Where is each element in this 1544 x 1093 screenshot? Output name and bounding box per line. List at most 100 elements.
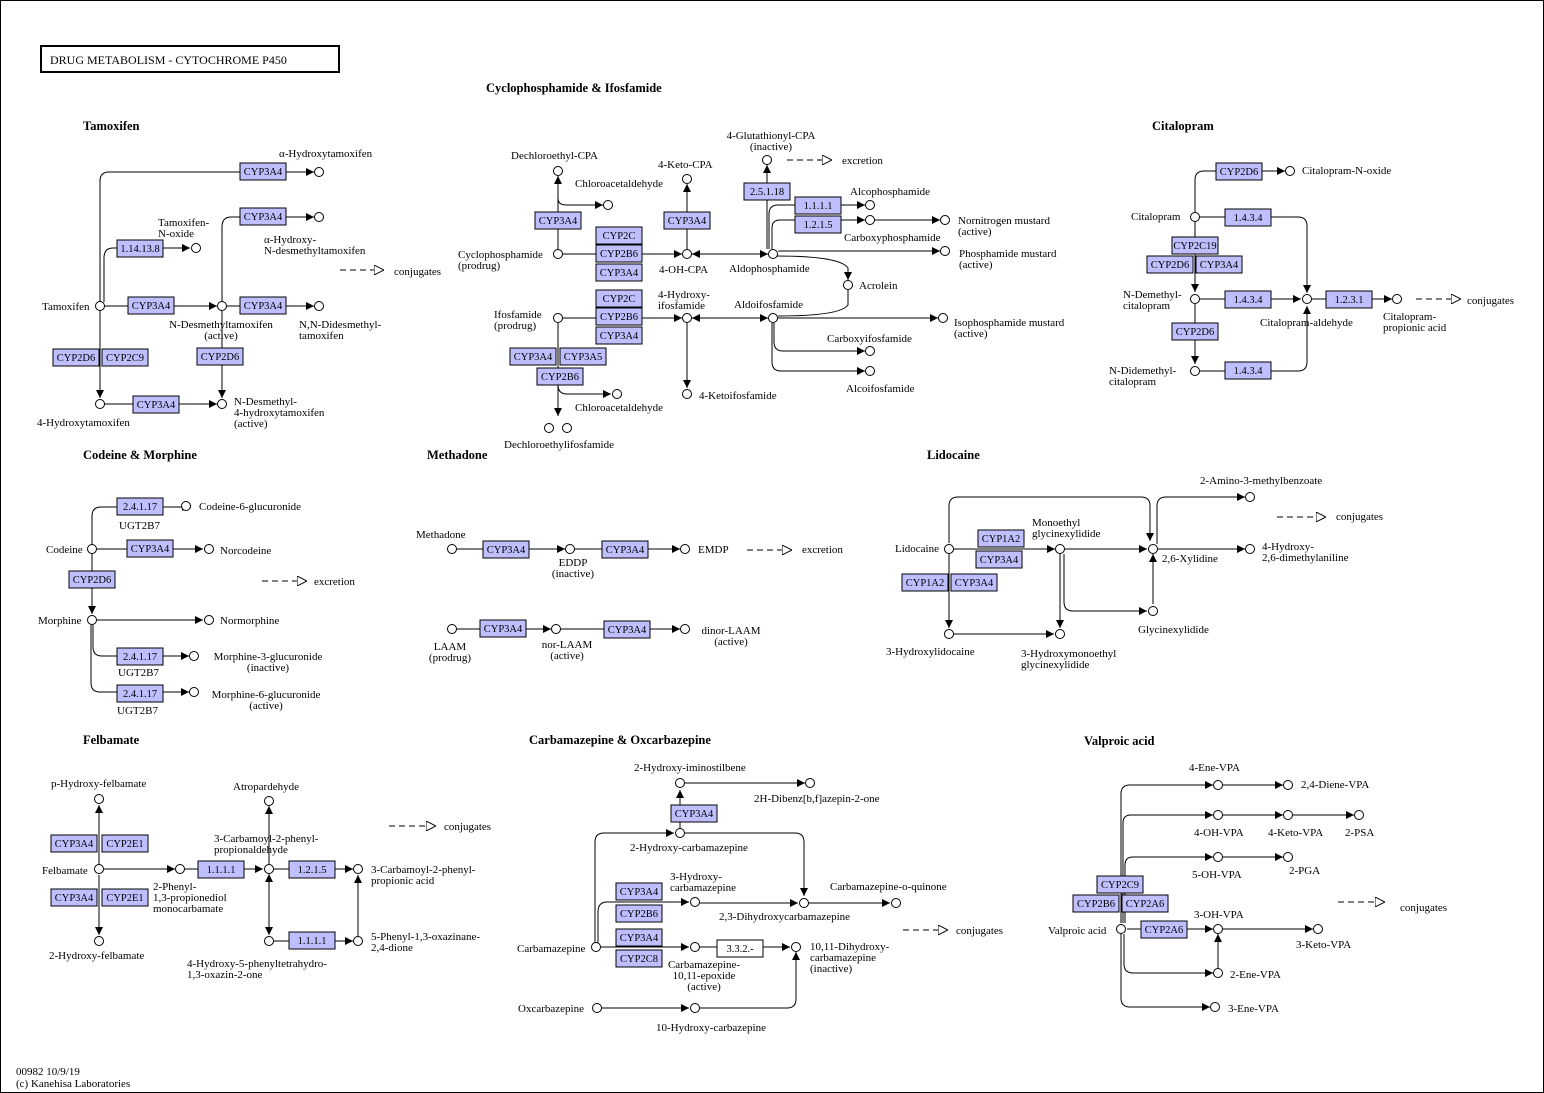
node-citalopram[interactable] <box>1190 212 1200 222</box>
enzyme-box[interactable]: CYP3A4 <box>126 539 174 558</box>
enzyme-box[interactable]: CYP3A4 <box>595 326 643 345</box>
node-2-amino-3-methylbenzoate[interactable] <box>1245 492 1255 502</box>
enzyme-box[interactable]: CYP3A4 <box>663 211 711 230</box>
enzyme-box[interactable]: CYP3A4 <box>479 619 527 638</box>
enzyme-box[interactable]: CYP2A6 <box>1121 894 1169 913</box>
enzyme-box[interactable]: 1.2.1.5 <box>288 860 336 879</box>
enzyme-box[interactable]: CYP3A4 <box>50 888 98 907</box>
node-2-pga[interactable] <box>1283 852 1293 862</box>
node-n-demethylcitalopram[interactable] <box>1190 294 1200 304</box>
enzyme-box[interactable]: CYP2E1 <box>101 834 149 853</box>
enzyme-box[interactable]: CYP3A4 <box>239 207 287 226</box>
node-2-4-diene-vpa[interactable] <box>1283 780 1293 790</box>
node-cyclophosphamide[interactable] <box>553 249 563 259</box>
enzyme-box[interactable]: CYP3A5 <box>559 347 607 366</box>
node-laam[interactable] <box>447 624 457 634</box>
node-normorphine[interactable] <box>204 615 214 625</box>
enzyme-box[interactable]: CYP2D6 <box>52 348 100 367</box>
enzyme-box[interactable]: CYP3A4 <box>482 540 530 559</box>
enzyme-box[interactable]: CYP2D6 <box>1146 255 1194 274</box>
enzyme-box[interactable]: CYP2B6 <box>595 244 643 263</box>
node-tamoxifen[interactable] <box>95 301 105 311</box>
node-atropardehyde[interactable] <box>264 796 274 806</box>
node-dechloroethyl-cpa[interactable] <box>553 166 563 176</box>
node-ifosfamide[interactable] <box>553 313 563 323</box>
node-codeine[interactable] <box>87 544 97 554</box>
node-morphine-6-glucuronide[interactable] <box>189 687 199 697</box>
enzyme-box[interactable]: CYP2D6 <box>1215 162 1263 181</box>
enzyme-box[interactable]: CYP2E1 <box>101 888 149 907</box>
enzyme-box[interactable]: CYP2D6 <box>196 347 244 366</box>
node-carboxyifosfamide[interactable] <box>865 346 875 356</box>
enzyme-box[interactable]: CYP3A4 <box>975 550 1023 569</box>
enzyme-box[interactable]: 1.2.1.5 <box>794 215 842 234</box>
node-3-oh-vpa[interactable] <box>1213 924 1223 934</box>
enzyme-box[interactable]: CYP3A4 <box>603 620 651 639</box>
node-4-hydroxy-2-6-dimethylaniline[interactable] <box>1245 544 1255 554</box>
node-oxcarbazepine[interactable] <box>592 1003 602 1013</box>
node-4-oh-vpa[interactable] <box>1213 810 1223 820</box>
enzyme-box[interactable]: CYP2A6 <box>1140 920 1188 939</box>
node-2h-dibenzazepinone[interactable] <box>805 778 815 788</box>
enzyme-box[interactable]: CYP2B6 <box>536 367 584 386</box>
enzyme-box[interactable]: CYP3A4 <box>595 263 643 282</box>
node-3-ene-vpa[interactable] <box>1210 1002 1220 1012</box>
node-5-oh-vpa[interactable] <box>1213 852 1223 862</box>
enzyme-box[interactable]: CYP3A4 <box>509 347 557 366</box>
node-valproic-acid[interactable] <box>1116 924 1126 934</box>
enzyme-box[interactable]: CYP3A4 <box>534 211 582 230</box>
enzyme-box[interactable]: CYP3A4 <box>670 804 718 823</box>
node-nn-didesmethyltamoxifen[interactable] <box>314 301 324 311</box>
node-nornitrogen-mustard[interactable] <box>940 215 950 225</box>
enzyme-box[interactable]: CYP3A4 <box>239 296 287 315</box>
enzyme-box[interactable]: CYP3A4 <box>1195 255 1243 274</box>
enzyme-box[interactable]: CYP3A4 <box>50 834 98 853</box>
enzyme-box[interactable]: CYP2D6 <box>1171 322 1219 341</box>
node-carbamazepine-epoxide[interactable] <box>690 942 700 952</box>
enzyme-box[interactable]: CYP3A4 <box>239 162 287 181</box>
node-p-hydroxy-felbamate[interactable] <box>94 794 104 804</box>
node-4-ketoifosfamide[interactable] <box>682 389 692 399</box>
node-3-hydroxymonoethylglycinexylidide[interactable] <box>1055 629 1065 639</box>
node-2-psa[interactable] <box>1354 810 1364 820</box>
node-aldophosphamide[interactable] <box>768 249 778 259</box>
enzyme-box[interactable]: 1.4.3.4 <box>1224 290 1272 309</box>
node-alcoifosfamide[interactable] <box>865 366 875 376</box>
node-3-hydroxy-carbamazepine[interactable] <box>690 897 700 907</box>
enzyme-box[interactable]: CYP2D6 <box>68 570 116 589</box>
node-citalopram-n-oxide[interactable] <box>1285 166 1295 176</box>
node-chloroacetaldehyde-1[interactable] <box>603 200 613 210</box>
node-norcodeine[interactable] <box>204 544 214 554</box>
node-3-carbamoyl-2-phenylpropionic-acid[interactable] <box>353 864 363 874</box>
enzyme-box[interactable]: 2.4.1.17 <box>116 497 164 516</box>
node-dihydroxy-carbamazepine[interactable] <box>791 942 801 952</box>
node-dechloroethylifosfamide-a[interactable] <box>544 423 554 433</box>
enzyme-box[interactable]: CYP3A4 <box>615 928 663 947</box>
enzyme-box[interactable]: CYP3A4 <box>132 395 180 414</box>
node-2-hydroxy-carbamazepine[interactable] <box>675 828 685 838</box>
enzyme-box[interactable]: 1.2.3.1 <box>1325 290 1373 309</box>
enzyme-box[interactable]: CYP3A4 <box>950 573 998 592</box>
node-citalopram-aldehyde[interactable] <box>1302 294 1312 304</box>
enzyme-box[interactable]: CYP2C <box>595 226 643 245</box>
node-10-hydroxy-carbazepine[interactable] <box>690 1003 700 1013</box>
node-alcophosphamide[interactable] <box>865 200 875 210</box>
enzyme-box[interactable]: 3.3.2.- <box>716 939 764 958</box>
node-emdp[interactable] <box>680 544 690 554</box>
enzyme-box[interactable]: CYP2C19 <box>1171 236 1219 255</box>
node-4-keto-vpa[interactable] <box>1283 810 1293 820</box>
enzyme-box[interactable]: 1.14.13.8 <box>116 239 164 258</box>
node-chloroacetaldehyde-2[interactable] <box>612 389 622 399</box>
node-a-hydroxytamoxifen[interactable] <box>314 167 324 177</box>
node-n-didemethylcitalopram[interactable] <box>1190 366 1200 376</box>
node-eddp[interactable] <box>565 544 575 554</box>
enzyme-box[interactable]: CYP3A4 <box>601 540 649 559</box>
node-4-keto-cpa[interactable] <box>682 174 692 184</box>
node-dechloroethylifosfamide-b[interactable] <box>562 423 572 433</box>
enzyme-box[interactable]: CYP3A4 <box>615 882 663 901</box>
node-codeine-6-glucuronide[interactable] <box>181 501 191 511</box>
enzyme-box[interactable]: CYP2C8 <box>615 949 663 968</box>
node-4-oh-cpa[interactable] <box>682 249 692 259</box>
enzyme-box[interactable]: 1.4.3.4 <box>1224 361 1272 380</box>
node-morphine[interactable] <box>87 615 97 625</box>
